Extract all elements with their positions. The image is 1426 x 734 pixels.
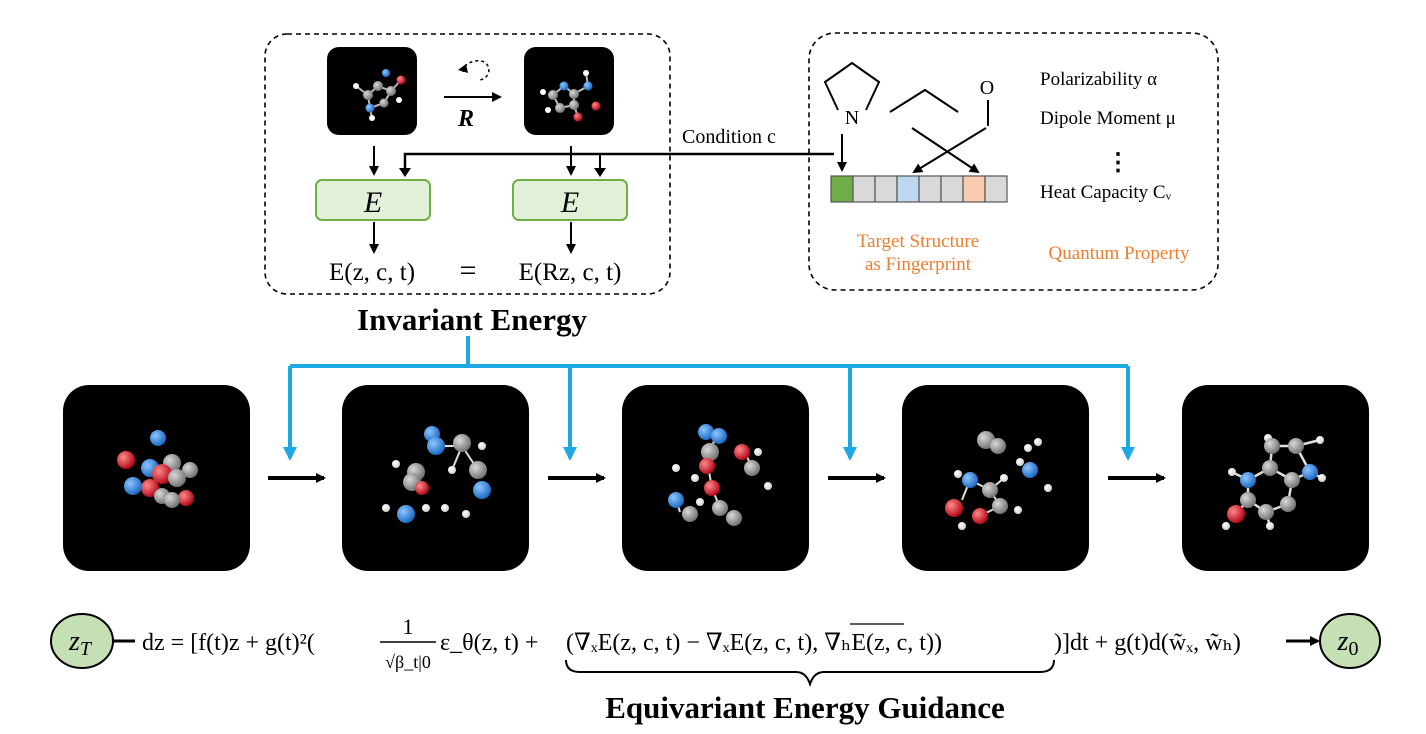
start-node: zT — [50, 613, 114, 669]
diffusion-step-4 — [902, 385, 1089, 571]
property-dipole: Dipole Moment μ — [1040, 108, 1176, 129]
sde-fraction-numerator: 1 — [403, 614, 414, 639]
property-polarizability: Polarizability α — [1040, 69, 1157, 90]
chain-structure — [889, 88, 959, 113]
molecule-tile-rotated — [524, 47, 614, 135]
energy-equation-equals: = — [460, 254, 477, 287]
fingerprint-bar — [830, 175, 1008, 203]
sde-right: )]dt + g(t)d(w̃ₓ, w̃ₕ) — [1054, 630, 1241, 656]
rotation-arrow: R — [444, 60, 502, 132]
underbrace — [565, 659, 1055, 688]
energy-equation-rhs: E(Rz, c, t) — [519, 259, 622, 286]
energy-box-right — [512, 179, 628, 221]
sde-fraction-denominator: √β_t|0 — [385, 652, 431, 672]
property-caption: Quantum Property — [1049, 243, 1190, 264]
molecule-tile-original — [327, 47, 417, 135]
property-heat-capacity: Heat Capacity Cᵥ — [1040, 182, 1172, 203]
diffusion-step-2 — [342, 385, 529, 571]
diffusion-step-1 — [63, 385, 250, 571]
condition-panel — [808, 32, 1219, 291]
diffusion-step-3 — [622, 385, 809, 571]
energy-box-left — [315, 179, 431, 221]
molecule-rotated — [540, 70, 601, 122]
fingerprint-caption-line2: as Fingerprint — [865, 254, 972, 275]
condition-label: Condition c — [682, 126, 776, 148]
invariant-energy-title: Invariant Energy — [357, 302, 587, 337]
sde-left: dz = [f(t)z + g(t)²( — [142, 630, 315, 656]
condition-line — [403, 152, 834, 174]
rotation-label: R — [457, 106, 474, 132]
sde-eps-term: ε_θ(z, t) + — [440, 630, 538, 656]
energy-equation-lhs: E(z, c, t) — [329, 259, 415, 286]
atom-o-label: O — [980, 77, 994, 99]
pyrrolidine-structure — [823, 61, 881, 111]
invariant-energy-panel — [264, 33, 671, 295]
fingerprint-caption-line1: Target Structure — [857, 231, 979, 252]
guidance-arrows — [283, 336, 1135, 461]
molecule-original — [353, 69, 406, 121]
energy-box-right-label: E — [560, 186, 579, 219]
end-node: z0 — [1319, 613, 1381, 669]
atom-n-label: N — [845, 107, 859, 129]
equivariant-guidance-title: Equivariant Energy Guidance — [605, 690, 1005, 725]
energy-box-left-label: E — [363, 186, 382, 219]
diffusion-step-5 — [1182, 385, 1369, 571]
property-ellipsis: ⋮ — [1106, 150, 1130, 176]
sde-guidance-term: (∇ₓE(z, c, t) − ∇ₓE(z, c, t), ∇ₕE(z, c, … — [566, 630, 942, 656]
